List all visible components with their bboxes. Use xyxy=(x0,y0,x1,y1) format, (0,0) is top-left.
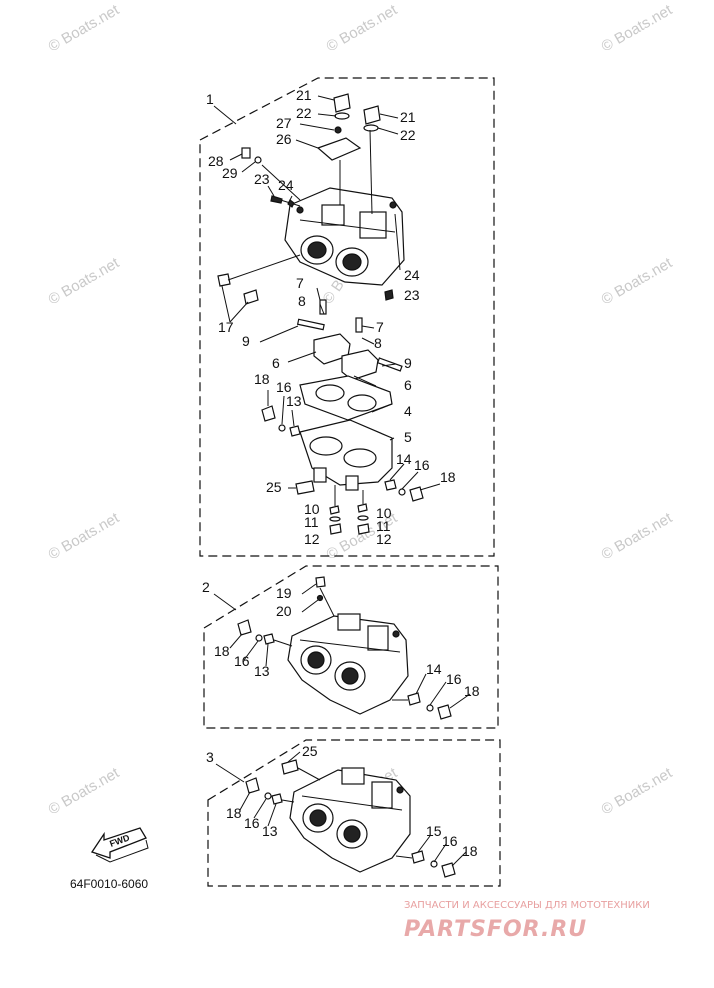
watermark: © Boats.net xyxy=(46,764,123,818)
callout-label: 20 xyxy=(276,603,292,619)
carburetor-middle-illustration xyxy=(287,576,409,715)
callout-label: 16 xyxy=(234,653,250,669)
carburetor-lower-illustration xyxy=(281,759,411,873)
fwd-arrow-icon: FWD xyxy=(90,827,149,863)
callout-label: 9 xyxy=(242,333,250,349)
leader-lines-group-2 xyxy=(229,583,471,709)
group-1: 1 xyxy=(199,77,495,557)
callout-label: 28 xyxy=(208,153,224,169)
callout-label: 24 xyxy=(404,267,420,283)
callout-label: 7 xyxy=(376,319,384,335)
group-3-boundary xyxy=(207,739,501,887)
side-screws-group-2 xyxy=(237,619,452,720)
callout-label: 18 xyxy=(254,371,270,387)
group-2: 2 xyxy=(202,565,499,729)
callout-label: 18 xyxy=(464,683,480,699)
float-bowl-5 xyxy=(299,419,393,491)
group-1-boundary xyxy=(199,77,495,557)
callout-label: 14 xyxy=(396,451,412,467)
callout-label: 13 xyxy=(254,663,270,679)
side-screws-group-1 xyxy=(261,405,424,535)
callout-label: 19 xyxy=(276,585,292,601)
callout-label: 11 xyxy=(376,518,391,534)
callout-label: 8 xyxy=(298,293,306,309)
callout-label: 14 xyxy=(426,661,442,677)
callout-label: 17 xyxy=(218,319,234,335)
callouts-group-1: 21 22 27 26 21 22 28 29 23 24 24 23 17 7… xyxy=(208,87,456,547)
callout-label: 22 xyxy=(296,105,312,121)
upper-small-parts xyxy=(241,93,394,301)
watermark: © Boats.net xyxy=(599,254,676,308)
callout-label: 8 xyxy=(374,335,382,351)
float-assemblies xyxy=(296,299,403,381)
figure-code: 64F0010-6060 xyxy=(70,877,148,891)
group-label: 2 xyxy=(202,579,210,595)
callout-label: 12 xyxy=(376,531,392,547)
callout-label: 13 xyxy=(286,393,302,409)
callout-label: 11 xyxy=(304,514,319,530)
callout-label: 23 xyxy=(404,287,420,303)
callout-label: 26 xyxy=(276,131,292,147)
watermark: © Boats.net xyxy=(599,1,676,55)
callout-label: 10 xyxy=(304,501,320,517)
callout-label: 16 xyxy=(442,833,458,849)
carburetor-upper-illustration xyxy=(284,187,405,286)
group-3: 3 xyxy=(206,739,501,887)
callout-label: 16 xyxy=(414,457,430,473)
callout-label: 18 xyxy=(440,469,456,485)
ad-brand-logo: PARTSFOR.RU xyxy=(404,917,587,942)
callout-label: 21 xyxy=(400,109,416,125)
callout-label: 24 xyxy=(278,177,294,193)
callout-label: 9 xyxy=(404,355,412,371)
screws-17 xyxy=(217,254,301,323)
callout-label: 12 xyxy=(304,531,320,547)
gasket-4 xyxy=(299,375,393,421)
callout-label: 27 xyxy=(276,115,292,131)
callouts-group-3: 25 18 16 13 15 16 18 xyxy=(226,743,478,859)
callouts-group-2: 19 20 18 16 13 14 16 18 xyxy=(214,585,480,699)
leader-lines-group-1 xyxy=(229,95,441,491)
leader-lines-group-3 xyxy=(239,751,467,867)
callout-label: 22 xyxy=(400,127,416,143)
callout-label: 6 xyxy=(404,377,412,393)
side-screws-group-3 xyxy=(245,777,456,878)
callout-label: 18 xyxy=(462,843,478,859)
callout-label: 25 xyxy=(266,479,282,495)
callout-label: 18 xyxy=(214,643,230,659)
callout-label: 21 xyxy=(296,87,312,103)
callout-label: 16 xyxy=(244,815,260,831)
group-label: 1 xyxy=(206,91,214,107)
callout-label: 18 xyxy=(226,805,242,821)
watermark: © Boats.net xyxy=(599,764,676,818)
callout-label: 13 xyxy=(262,823,278,839)
watermark: © Boats.net xyxy=(599,509,676,563)
watermark: © Boats.net xyxy=(46,254,123,308)
callout-label: 7 xyxy=(296,275,304,291)
watermark: © Boats.net xyxy=(46,1,123,55)
callout-label: 25 xyxy=(302,743,318,759)
callout-label: 23 xyxy=(254,171,270,187)
group-label: 3 xyxy=(206,749,214,765)
callout-label: 4 xyxy=(404,403,412,419)
ad-tagline: ЗАПЧАСТИ И АКСЕССУАРЫ ДЛЯ МОТОТЕХНИКИ xyxy=(404,900,650,911)
watermark: © Boats.net xyxy=(46,509,123,563)
callout-label: 16 xyxy=(446,671,462,687)
callout-label: 5 xyxy=(404,429,412,445)
group-2-boundary xyxy=(203,565,499,729)
callout-label: 15 xyxy=(426,823,442,839)
callout-label: 16 xyxy=(276,379,292,395)
callout-label: 6 xyxy=(272,355,280,371)
callout-label: 10 xyxy=(376,505,392,521)
ad-banner: ЗАПЧАСТИ И АКСЕССУАРЫ ДЛЯ МОТОТЕХНИКИ PA… xyxy=(404,900,650,942)
watermark: © Boats.net xyxy=(324,1,401,55)
callout-label: 29 xyxy=(222,165,238,181)
